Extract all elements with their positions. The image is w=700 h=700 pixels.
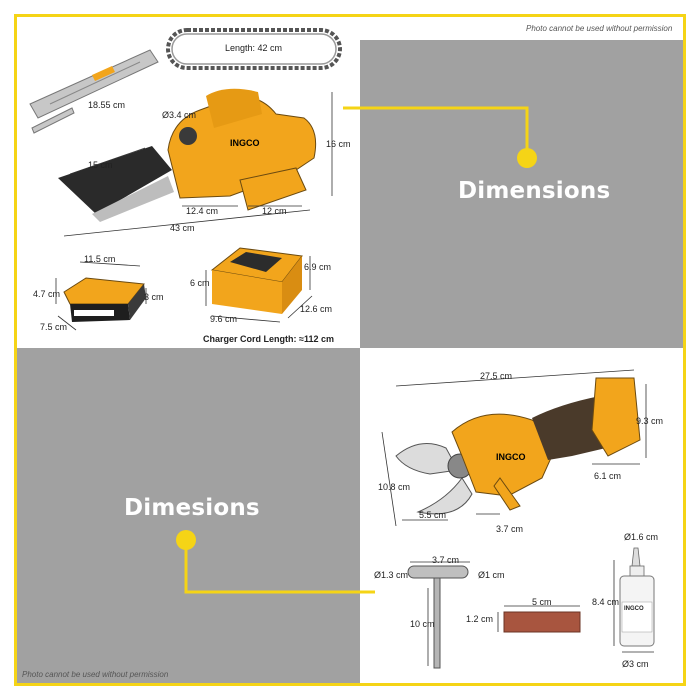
knob-diameter-label: Ø3.4 cm	[162, 110, 197, 120]
pruner-grip-width-label: 3.7 cm	[496, 524, 524, 534]
charger-cord-label: Charger Cord Length: ≈112 cm	[203, 334, 334, 344]
charger-height-front-label: 6 cm	[190, 278, 210, 288]
connector-dot-bottom	[176, 530, 196, 550]
battery-height-label: 4.7 cm	[33, 289, 61, 299]
oil-dimension-lines	[613, 560, 654, 653]
top-right-panel	[360, 40, 683, 348]
oil-brand: INGCO	[624, 606, 644, 612]
pruner-end-width-label: 6.1 cm	[594, 471, 622, 481]
pruner-length-label: 27.5 cm	[480, 371, 513, 381]
wrench-right-diameter-label: Ø1 cm	[478, 570, 505, 580]
charger-depth-label: 12.6 cm	[300, 304, 333, 314]
chainsaw-dimension-lines	[63, 92, 333, 237]
heading-dimesions: Dimesions	[124, 495, 260, 521]
battery-width-label: 11.5 cm	[84, 254, 116, 264]
charger-width-label: 9.6 cm	[210, 314, 238, 324]
wrench-width-label: 3.7 cm	[432, 555, 460, 565]
bottom-left-panel	[17, 348, 360, 683]
chain-icon	[166, 28, 342, 70]
connector-dot-top	[517, 148, 537, 168]
oil-height-label: 8.4 cm	[592, 597, 620, 607]
connector-bottom	[184, 540, 375, 594]
chainsaw-height-label: 16 cm	[326, 139, 351, 149]
body-length-label: 12.4 cm	[186, 206, 219, 216]
watermark-top: Photo cannot be used without permission	[526, 24, 673, 33]
oil-bottom-diameter-label: Ø3 cm	[622, 659, 649, 669]
battery-icon	[63, 277, 146, 322]
blade-length-label: 15 cm	[88, 160, 113, 170]
sharpening-stone-icon	[503, 611, 581, 633]
oil-top-diameter-label: Ø1.6 cm	[624, 532, 659, 542]
pruner-handle-height-label: 9.3 cm	[636, 416, 664, 426]
total-length-label: 43 cm	[170, 223, 195, 233]
pruner-total-height-label: 10.8 cm	[378, 482, 411, 492]
battery-depth-label: 3 cm	[144, 292, 164, 302]
stone-height-label: 1.2 cm	[466, 614, 494, 624]
chain-length-label: Length: 42 cm	[225, 43, 283, 53]
stone-dimension-lines	[497, 605, 580, 632]
pruner-jaw-width-label: 5.5 cm	[419, 510, 447, 520]
connector-top	[343, 106, 529, 158]
pruner-brand: INGCO	[496, 452, 526, 462]
wrench-left-diameter-label: Ø1.3 cm	[374, 570, 409, 580]
stone-length-label: 5 cm	[532, 597, 552, 607]
heading-dimensions: Dimensions	[458, 178, 611, 204]
chainsaw-brand: INGCO	[230, 138, 260, 148]
wrench-icon	[407, 565, 469, 669]
base-length-label: 12 cm	[262, 206, 287, 216]
battery-dimension-lines	[55, 261, 147, 331]
yellow-border	[14, 14, 686, 686]
bar-length-label: 18.55 cm	[88, 100, 126, 110]
chainsaw-icon: INGCO	[58, 88, 317, 222]
oil-bottle-icon: INGCO	[619, 547, 655, 647]
wrench-height-label: 10 cm	[410, 619, 435, 629]
battery-length-label: 7.5 cm	[40, 322, 68, 332]
pruner-dimension-lines	[381, 369, 647, 527]
guide-bar-icon	[29, 49, 159, 134]
charger-height-side-label: 6.9 cm	[304, 262, 332, 272]
watermark-bottom: Photo cannot be used without permission	[22, 670, 169, 679]
charger-dimension-lines	[205, 256, 313, 323]
pruner-icon: INGCO	[395, 377, 641, 515]
charger-icon	[210, 247, 303, 314]
wrench-dimension-lines	[410, 561, 470, 666]
